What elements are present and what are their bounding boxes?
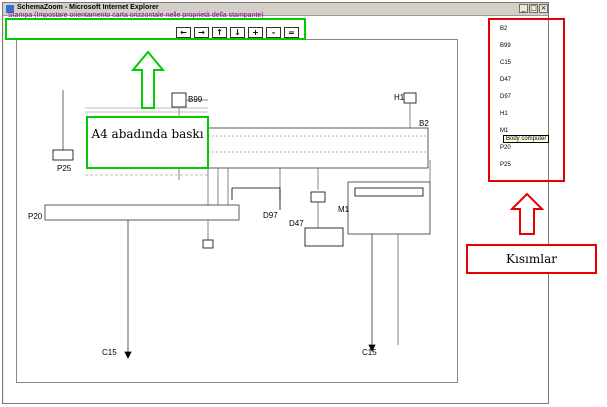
print-link-highlight <box>5 18 306 40</box>
pan-left-button[interactable]: ← <box>176 27 191 38</box>
body-computer-tooltip: Body computer <box>503 135 550 143</box>
parts-list-item[interactable]: B99 <box>500 43 511 49</box>
green-up-arrow <box>130 50 166 109</box>
label-b99: B99 <box>188 95 203 104</box>
p20-component <box>44 204 240 221</box>
pan-right-button[interactable]: → <box>194 27 209 38</box>
label-b2: B2 <box>419 119 429 128</box>
label-c15-right: C15 <box>362 348 377 357</box>
parts-list-item[interactable]: D47 <box>500 77 512 83</box>
parts-list-item[interactable]: B2 <box>500 26 508 32</box>
zoom-in-button[interactable]: + <box>248 27 263 38</box>
close-button[interactable]: × <box>539 4 548 13</box>
maximize-button[interactable]: □ <box>529 4 538 13</box>
pan-up-button[interactable]: ↑ <box>212 27 227 38</box>
parts-list-item[interactable]: M1 <box>500 128 509 134</box>
p25-component <box>52 149 74 161</box>
wiring-diagram-frame <box>16 39 458 383</box>
parts-callout: Kısımlar <box>466 244 597 274</box>
label-c15-left: C15 <box>102 348 117 357</box>
b99-component <box>171 92 187 108</box>
zoom-out-button[interactable]: - <box>266 27 281 38</box>
d47-component <box>310 191 326 203</box>
label-d97: D97 <box>263 211 278 220</box>
print-callout: A4 abadında baskı <box>86 116 209 169</box>
window-title: SchemaZoom - Microsoft Internet Explorer <box>17 4 159 11</box>
b2-component <box>207 127 429 169</box>
label-p25: P25 <box>57 164 72 173</box>
minimize-button[interactable]: _ <box>519 4 528 13</box>
title-bar: SchemaZoom - Microsoft Internet Explorer… <box>3 3 548 16</box>
label-p20: P20 <box>28 212 43 221</box>
parts-list-item[interactable]: P20 <box>500 145 511 151</box>
ie-icon <box>6 5 14 13</box>
zoom-reset-button[interactable]: = <box>284 27 299 38</box>
red-up-arrow <box>509 192 545 235</box>
parts-list-item[interactable]: C15 <box>500 60 512 66</box>
label-m1: M1 <box>338 205 350 214</box>
parts-list-highlight <box>488 18 565 182</box>
pan-down-button[interactable]: ↓ <box>230 27 245 38</box>
label-h1: H1 <box>394 93 405 102</box>
label-d47: D47 <box>289 219 304 228</box>
parts-list-item[interactable]: D97 <box>500 94 512 100</box>
print-link[interactable]: Stampa (Impostare orientamento carta ori… <box>8 12 264 19</box>
parts-list-item[interactable]: P25 <box>500 162 511 168</box>
m1-component <box>347 181 431 235</box>
h1-component <box>403 92 417 104</box>
parts-list-item[interactable]: H1 <box>500 111 508 117</box>
